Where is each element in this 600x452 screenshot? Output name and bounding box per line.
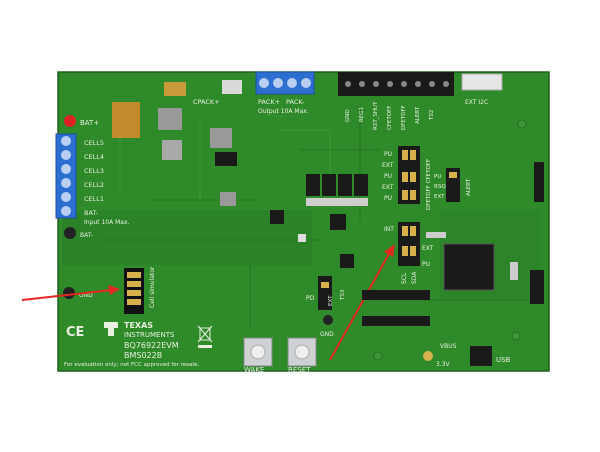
gnd-testpoint-mid	[323, 315, 333, 325]
board-silk-header_top-4-label: DFETOFF	[401, 105, 407, 130]
pack-terminal-block	[255, 71, 315, 95]
wake-label: WAKE	[244, 366, 264, 374]
int-label: INT	[384, 226, 394, 233]
sda-label: SDA	[411, 271, 418, 284]
bat-minus-testpoint	[64, 227, 76, 239]
board-silk-jumper_pins_a-4-label: PU	[384, 195, 392, 202]
board-silk-alert_col-0-label: PU	[434, 174, 441, 180]
top-pin-header	[338, 72, 454, 96]
scl-label: SCL	[401, 272, 408, 284]
pu-mid-label: PU	[422, 261, 430, 268]
jumper-block-upper	[398, 146, 420, 204]
board-silk-jumper_pins_a-0-label: PU	[384, 151, 392, 158]
usb-label: USB	[496, 356, 511, 364]
cell5-label: CELL5	[84, 139, 104, 147]
evm-name-label: BQ76922EVM	[124, 341, 179, 350]
cell2-label: CELL2	[84, 181, 104, 189]
evm-pcb-label: BMS022B	[124, 351, 162, 360]
fet-array	[306, 174, 368, 206]
dfetoff-cfetoff-label: DFETOFF CFETOFF	[426, 159, 432, 210]
cell-simulator-header	[124, 268, 144, 314]
bat-plus-label: BAT+	[80, 119, 99, 127]
cell1-label: CELL1	[84, 195, 104, 203]
alert-label: ALERT	[466, 178, 472, 196]
bat-plus-testpoint	[64, 115, 76, 127]
wake-button[interactable]	[243, 337, 273, 367]
ti-texas-label: TEXAS	[124, 321, 153, 330]
top-header-labels: GND REG1 RST_SHUT CFETOFF DFETOFF ALERT …	[345, 101, 435, 130]
cell-simulator-label: Cell simulator	[149, 266, 156, 308]
ext-i2c-label: EXT I2C	[465, 99, 488, 106]
pack-plus-label: PACK+	[258, 98, 280, 106]
output-rating-label: Output 10A Max.	[258, 108, 309, 115]
usb-connector	[470, 346, 492, 366]
board-silk-alert_col-1-label: RSQ	[434, 184, 446, 190]
board-silk-jumper_pins_a-1-label: EXT	[382, 162, 394, 169]
bq76922-ic	[330, 214, 346, 230]
ext-mid-label: EXT	[422, 245, 434, 252]
mcu-chip	[443, 243, 495, 291]
board-silk-header_top-6-label: TS2	[429, 110, 435, 121]
input-rating-label: Input 10A Max.	[84, 219, 129, 226]
input-terminal-block	[55, 133, 77, 219]
jumper-block-lower	[398, 222, 420, 266]
gnd-mid-label: GND	[320, 331, 334, 338]
jumper-block-alert	[446, 168, 460, 202]
pd-label: PD	[306, 295, 315, 302]
reset-button[interactable]	[287, 337, 317, 367]
vbus-label: VBUS	[440, 343, 457, 350]
cpack-label: CPACK+	[193, 98, 220, 106]
cell3-label: CELL3	[84, 167, 104, 175]
bat-minus-label: BAT-	[84, 209, 99, 217]
weee-bin-icon	[197, 325, 213, 348]
board-silk-alert_col-2-label: EXT	[434, 194, 445, 200]
disclaimer-label: For evaluation only; not FCC approved fo…	[64, 362, 199, 368]
v33-label: 3.3V	[436, 361, 451, 368]
cell4-label: CELL4	[84, 153, 104, 161]
red-arrow-left	[21, 285, 120, 301]
reset-label: RESET	[288, 366, 311, 374]
gnd-left-label: GND	[79, 292, 93, 299]
ext-ts-label: EXT	[328, 295, 334, 306]
board-silk-header_top-5-label: ALERT	[415, 106, 421, 124]
pack-minus-label: PACK-	[286, 98, 305, 106]
red-arrow-right	[329, 244, 395, 361]
board-silk-header_top-3-label: CFETOFF	[387, 106, 393, 131]
gnd-testpoint-left	[63, 287, 75, 299]
board-silk-header_top-1-label: REG1	[359, 107, 365, 122]
board-silk-header_top-0-label: GND	[345, 109, 351, 122]
ce-mark: CE	[66, 325, 84, 340]
ext-i2c-connector	[461, 73, 503, 91]
cell-labels: CELL5 CELL4 CELL3 CELL2 CELL1 BAT- Input…	[84, 139, 129, 226]
bat-minus-tp-label: BAT-	[80, 232, 93, 239]
board-silk-jumper_pins_a-2-label: PU	[384, 173, 392, 180]
board-silk-header_top-2-label: RST_SHUT	[373, 101, 379, 130]
board-silk-jumper_pins_a-3-label: EXT	[382, 184, 394, 191]
ti-logo	[104, 322, 118, 336]
ti-instruments-label: INSTRUMENTS	[124, 331, 175, 339]
jumper-pins-labels: PU EXT PU EXT PU	[382, 151, 394, 202]
ts3-label: TS3	[340, 289, 346, 301]
